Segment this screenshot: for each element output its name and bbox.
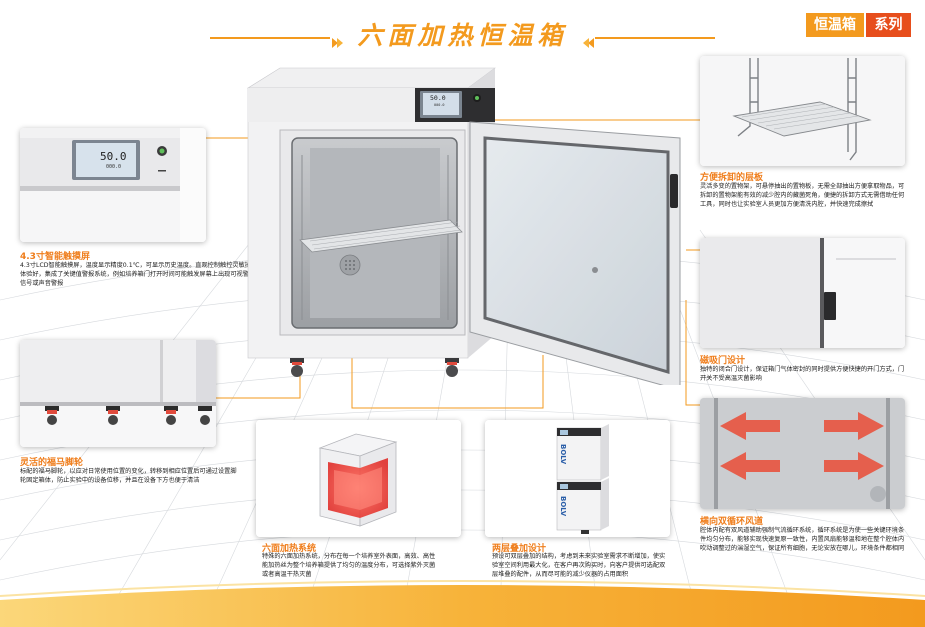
touchscreen-lcd-temp: 50.0 [100,150,127,163]
touchscreen-lcd-set: 000.0 [106,164,122,170]
casters-closeup-illustration [20,340,216,447]
brand-logo-upper: BOLV [559,444,567,465]
heating-feature-title: 六面加热系统 [262,544,317,554]
shelves-feature-text: 灵活多变的置物架，可悬停抽出的置物板，无需全部抽出方便拿取物品，可拆卸的置物架能… [700,183,905,209]
title-deco-left-dots [332,33,344,48]
device-lcd-temp: 50.0 [430,94,446,102]
magnetic-feature-text: 独特的闭合门设计，保证箱门气体密封的同时提供方便快捷的开门方式，门开关不受高温灭… [700,366,905,383]
magnetic-door-detail-image [700,238,905,348]
magnetic-feature-title: 磁吸门设计 [700,356,746,366]
incubator-main-illustration [246,67,681,385]
series-badge-name: 恒温箱 [806,13,864,37]
heating-cube-illustration [256,420,461,537]
series-badge: 恒温箱 系列 [806,13,911,37]
title-deco-right-dots [582,33,594,48]
casters-detail-image [20,340,216,447]
shelves-detail-image [700,56,905,166]
magnetic-door-illustration [700,238,905,348]
rack-shelf-illustration [700,56,905,166]
stacking-feature-title: 两层叠加设计 [492,544,547,554]
airflow-arrows-illustration [700,398,905,509]
device-lcd-set: 000.0 [434,103,445,107]
airflow-feature-title: 横向双循环风道 [700,517,764,527]
brand-logo-lower: BOLV [559,496,567,517]
casters-feature-title: 灵活的福马脚轮 [20,458,84,468]
heating-detail-image [256,420,461,537]
touchscreen-feature-title: 4.3寸智能触摸屏 [20,252,90,262]
touchscreen-feature-text: 4.3寸LCD智能触摸屏，温度显示精度0.1℃，可显示历史温度。直观控制触控灵敏… [20,262,258,288]
page-title: 六面加热恒温箱 [357,21,568,50]
airflow-feature-text: 腔体内配有双风道辅助强制气流循环系统，循环系统是为使一些关键环境条件均匀分布，能… [700,527,905,553]
stacked-incubators-illustration [485,420,670,537]
title-deco-left [210,37,330,39]
touchscreen-closeup-illustration [20,128,206,242]
stacking-feature-text: 预设可双层叠加的结构，考虑到未来实验室需求不断增加，使实验室空间利用最大化，在客… [492,553,666,579]
airflow-detail-image [700,398,905,509]
casters-feature-text: 标配的福马脚轮，以应对日常使用位置的变化，转移到相应位置后可通过设置脚轮固定箱体… [20,468,237,485]
heating-feature-text: 特殊的六面加热系统，分布在每一个培养室外表面，高效、高性能加热丝为整个培养箱提供… [262,553,436,579]
series-badge-suffix: 系列 [866,13,911,37]
title-deco-right [595,37,715,39]
shelves-feature-title: 方便拆卸的层板 [700,173,764,183]
stacking-detail-image: BOLV BOLV [485,420,670,537]
touchscreen-detail-image: 50.0 000.0 [20,128,206,242]
